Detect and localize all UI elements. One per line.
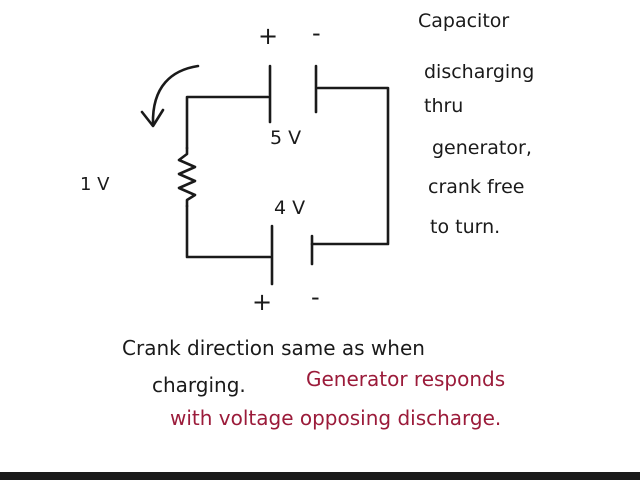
side-note-line: crank free xyxy=(428,176,524,198)
crank-arrow-icon xyxy=(151,64,200,126)
wire-right xyxy=(310,86,390,246)
wire-bottom-left xyxy=(185,204,272,259)
side-note-line: discharging xyxy=(424,61,534,83)
bottom-note-line-1: Crank direction same as when xyxy=(122,336,425,360)
bottom-note-line-3-red: with voltage opposing discharge. xyxy=(170,406,501,430)
bottom-cell-minus-sign: - xyxy=(311,283,320,311)
circuit-diagram xyxy=(140,64,390,286)
side-note-line: generator, xyxy=(432,137,532,159)
top-cell-plus-sign: + xyxy=(258,22,278,50)
bottom-cell-voltage-label: 4 V xyxy=(274,197,305,219)
crank-arrowhead-icon xyxy=(140,108,165,128)
side-note-line: Capacitor xyxy=(418,10,509,32)
resistor xyxy=(177,146,197,208)
bottom-note-line-2-red: Generator responds xyxy=(306,367,505,391)
side-note-line: to turn. xyxy=(430,216,500,238)
bottom-cell-plus-sign: + xyxy=(252,288,272,316)
side-note: Capacitor discharging thru generator, cr… xyxy=(418,10,534,238)
top-cell-minus-sign: - xyxy=(312,19,321,47)
top-cell-voltage-label: 5 V xyxy=(270,127,301,149)
bottom-edge-bar xyxy=(0,472,640,480)
bottom-note: Crank direction same as when charging. G… xyxy=(122,336,505,430)
bottom-note-line-2-black: charging. xyxy=(152,373,246,397)
wire-top-left xyxy=(185,95,270,150)
side-note-line: thru xyxy=(424,95,463,117)
resistor-voltage-label: 1 V xyxy=(80,174,110,195)
